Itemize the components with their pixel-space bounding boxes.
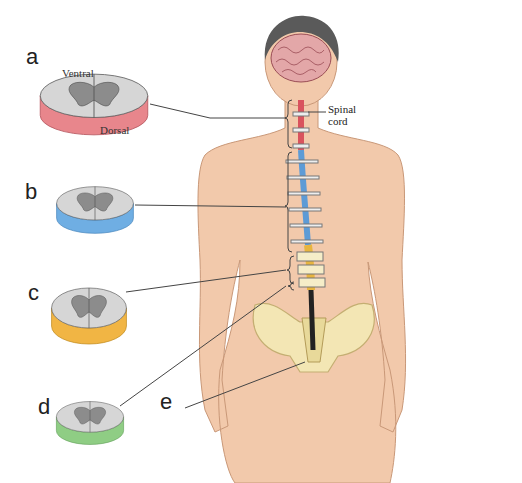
median-fissure <box>89 288 90 328</box>
white-matter <box>52 288 127 328</box>
segment-letter: d <box>38 394 50 420</box>
sacral-spine <box>311 290 313 350</box>
white-matter <box>57 187 134 220</box>
body-silhouette <box>198 100 406 483</box>
median-fissure <box>95 187 96 220</box>
thoracic-spine <box>301 150 308 245</box>
direction-label: Dorsal <box>100 124 129 136</box>
segment-letter: a <box>26 44 38 70</box>
leader-lines <box>120 104 326 408</box>
white-matter <box>56 402 123 433</box>
cord-cross-section <box>55 185 135 235</box>
white-matter <box>40 74 148 117</box>
cord-cross-section <box>50 286 128 346</box>
segment-letter: b <box>25 179 37 205</box>
structure-label: Spinal cord <box>328 103 368 127</box>
segment-brackets <box>285 100 294 290</box>
cord-segment: b <box>55 185 135 235</box>
cord-segment: c <box>50 286 128 346</box>
segment-letter: e <box>160 396 172 408</box>
cord-cross-section <box>38 72 150 137</box>
cervical-spine <box>298 100 304 150</box>
direction-label: Ventral <box>62 67 94 79</box>
brain-folds <box>276 47 324 75</box>
median-fissure <box>90 402 91 433</box>
median-fissure <box>94 74 95 117</box>
vertebrae <box>286 112 325 287</box>
cord-segment: d <box>55 400 125 446</box>
cord-cross-section <box>55 400 125 446</box>
segment-letter: c <box>28 280 39 306</box>
brain <box>271 34 331 82</box>
cord-segment: aVentralDorsal <box>38 72 150 137</box>
